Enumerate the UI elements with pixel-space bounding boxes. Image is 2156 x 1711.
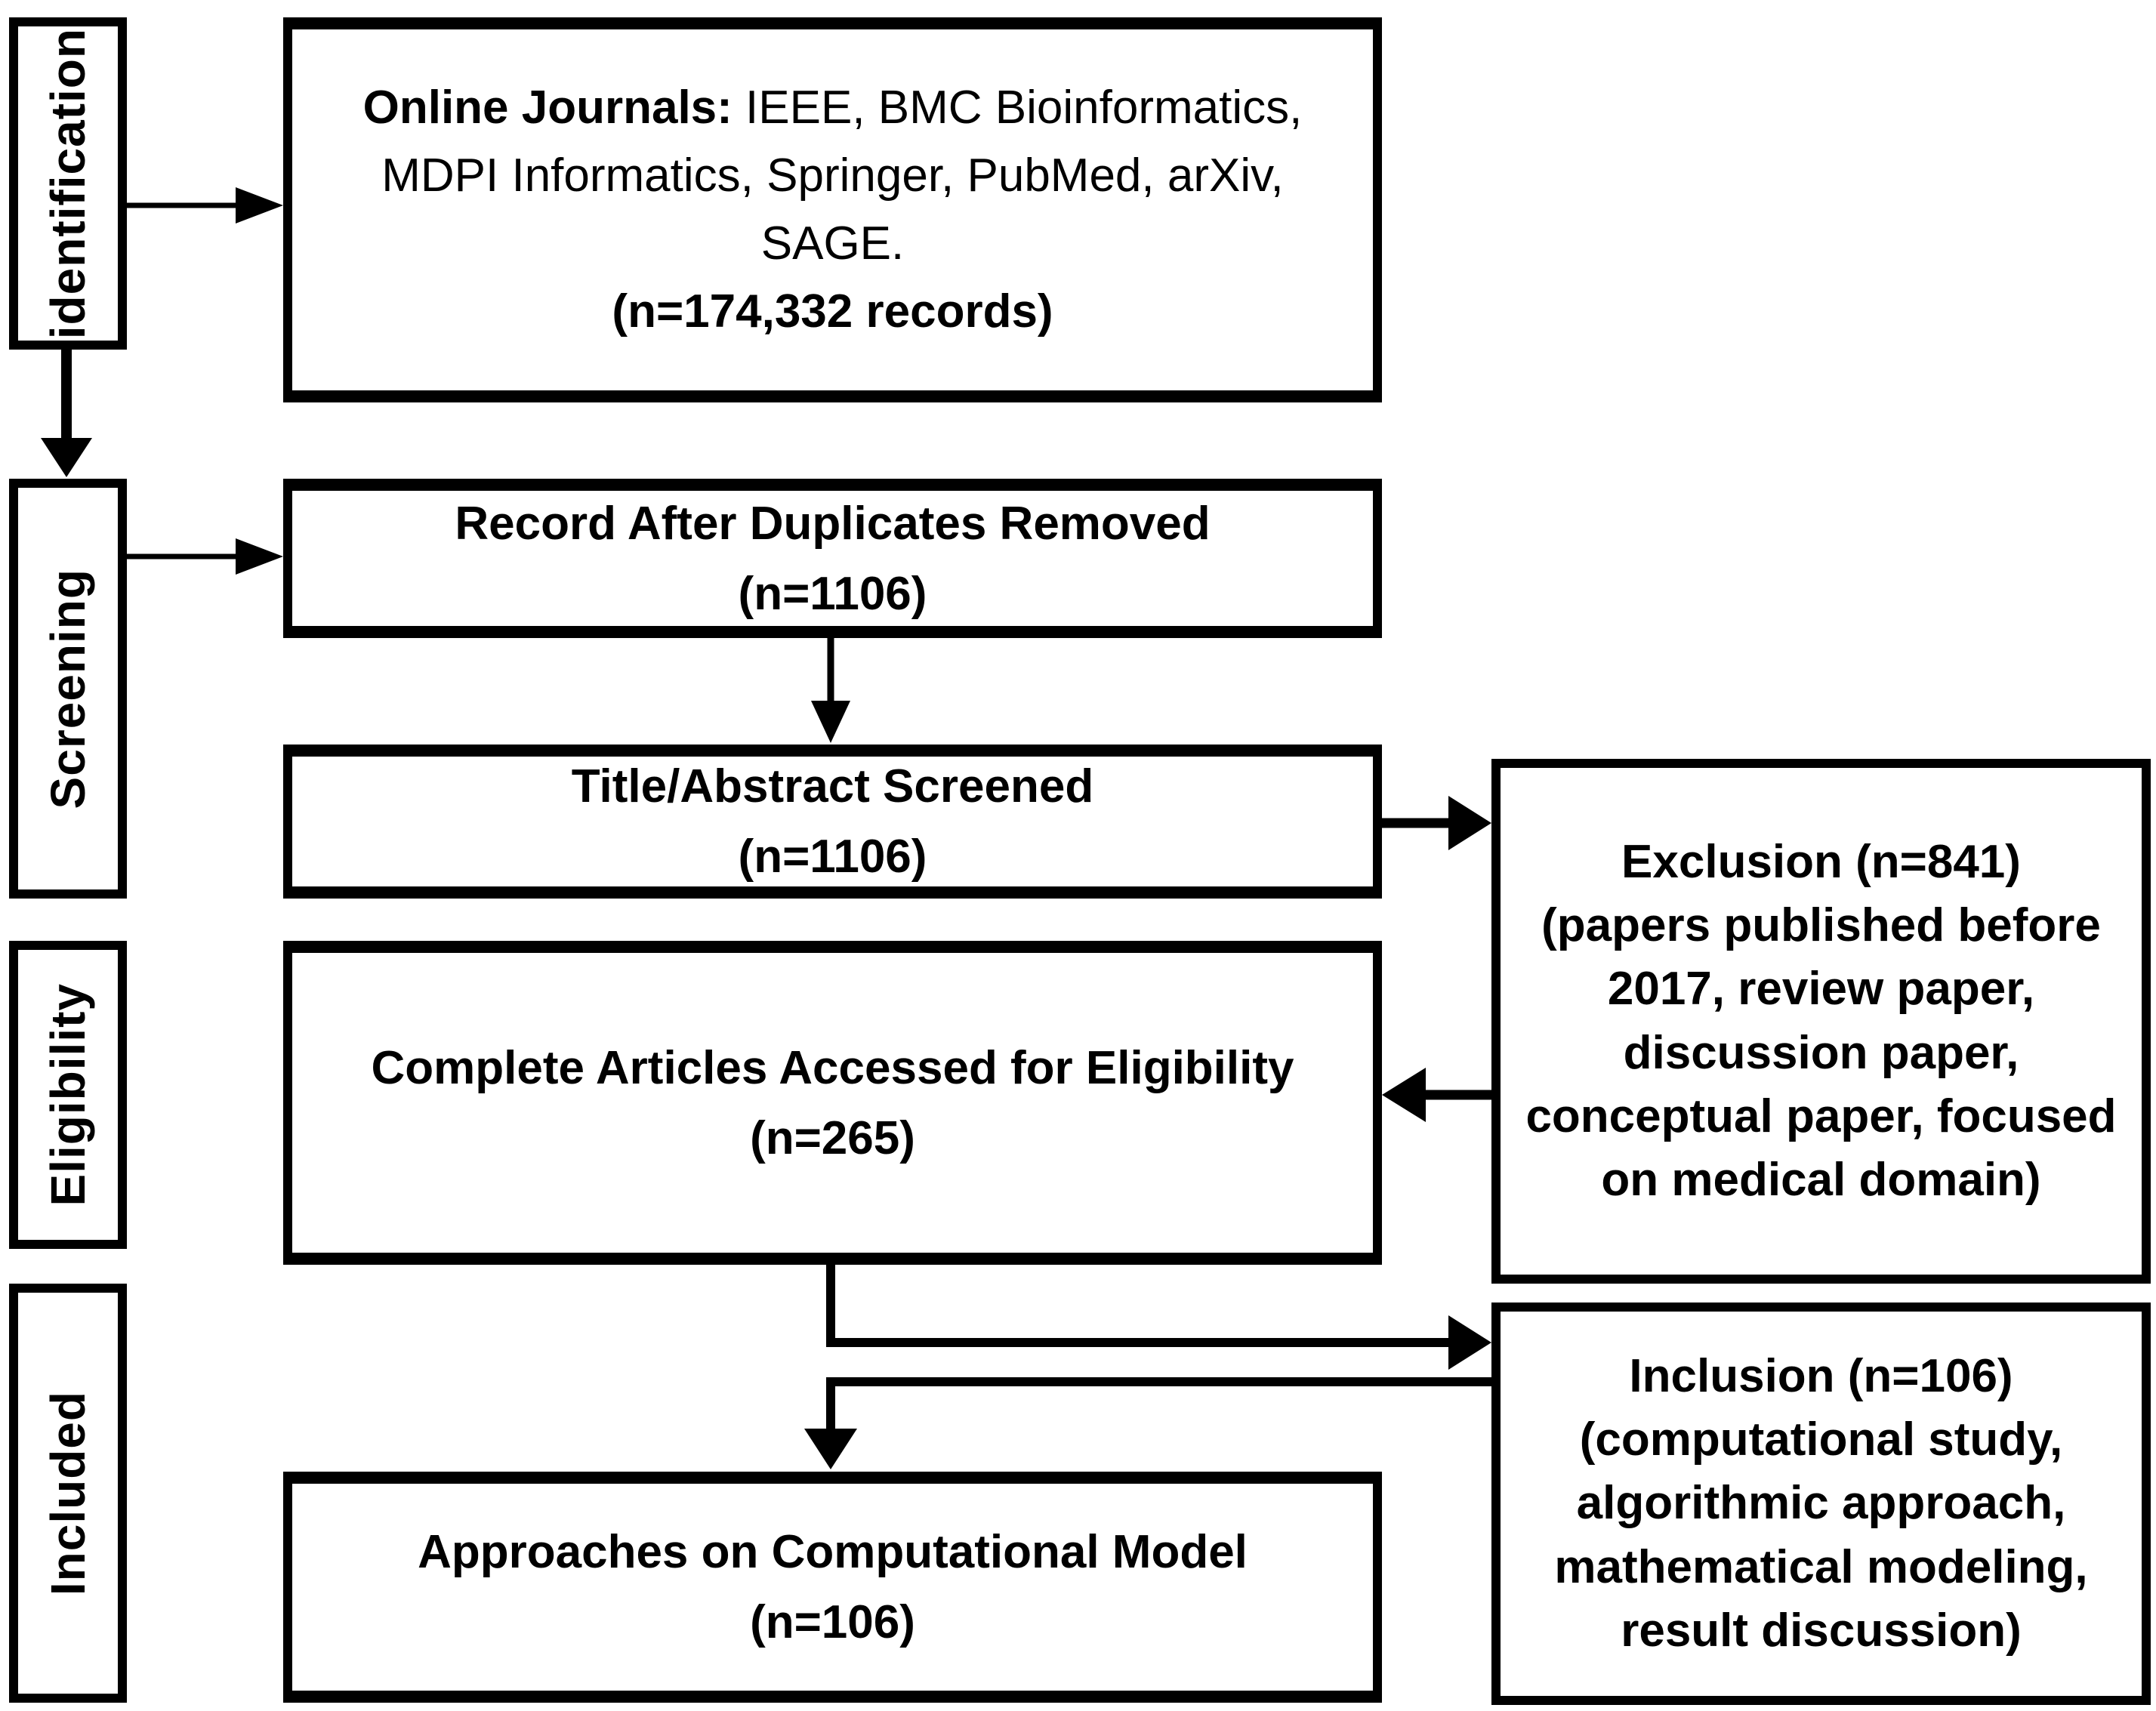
stage-label-included: Included bbox=[41, 1390, 95, 1596]
arrow-screened-to-exclusion bbox=[1382, 796, 1491, 850]
exclusion-text: Exclusion (n=841) (papers published befo… bbox=[1501, 831, 2142, 1213]
stage-box-eligibility: Eligibility bbox=[9, 941, 127, 1249]
title-abstract-title: Title/Abstract Screened bbox=[571, 760, 1094, 812]
duplicates-removed-title: Record After Duplicates Removed bbox=[455, 497, 1211, 550]
complete-articles-text: Complete Articles Accessed for Eligibili… bbox=[353, 1033, 1312, 1173]
duplicates-removed-count: (n=1106) bbox=[738, 567, 927, 620]
box-complete-articles: Complete Articles Accessed for Eligibili… bbox=[283, 941, 1382, 1265]
approaches-title: Approaches on Computational Model bbox=[418, 1526, 1248, 1578]
complete-articles-title: Complete Articles Accessed for Eligibili… bbox=[371, 1041, 1294, 1094]
arrow-complete-articles-to-inclusion bbox=[826, 1265, 1491, 1370]
stage-box-identification: identification bbox=[9, 17, 127, 350]
approaches-text: Approaches on Computational Model (n=106… bbox=[399, 1517, 1266, 1657]
arrow-screening-to-duplicates bbox=[127, 538, 283, 575]
online-journals-list: IEEE, BMC Bioinformatics, MDPI Informati… bbox=[381, 82, 1303, 270]
title-abstract-count: (n=1106) bbox=[738, 831, 927, 883]
arrow-exclusion-to-complete-articles bbox=[1382, 1068, 1491, 1122]
arrow-identification-to-journals bbox=[127, 187, 283, 224]
duplicates-removed-text: Record After Duplicates Removed (n=1106) bbox=[436, 489, 1228, 629]
stage-label-screening: Screening bbox=[41, 568, 95, 809]
online-journals-prefix: Online Journals: bbox=[362, 82, 733, 134]
stage-box-screening: Screening bbox=[9, 479, 127, 899]
box-title-abstract-screened: Title/Abstract Screened (n=1106) bbox=[283, 745, 1382, 899]
stage-label-eligibility: Eligibility bbox=[41, 983, 95, 1207]
arrow-duplicates-to-screened bbox=[811, 638, 850, 743]
inclusion-detail: (computational study, algorithmic approa… bbox=[1554, 1414, 2088, 1657]
inclusion-title: Inclusion (n=106) bbox=[1629, 1349, 2013, 1402]
box-exclusion: Exclusion (n=841) (papers published befo… bbox=[1491, 759, 2151, 1284]
complete-articles-count: (n=265) bbox=[750, 1111, 915, 1164]
arrow-identification-to-screening bbox=[41, 350, 92, 477]
stage-box-included: Included bbox=[9, 1284, 127, 1703]
box-approaches-computational-model: Approaches on Computational Model (n=106… bbox=[283, 1472, 1382, 1703]
title-abstract-text: Title/Abstract Screened (n=1106) bbox=[554, 751, 1112, 892]
inclusion-text: Inclusion (n=106) (computational study, … bbox=[1501, 1345, 2142, 1663]
arrow-inclusion-to-approaches bbox=[804, 1377, 1491, 1469]
online-journals-text: Online Journals: IEEE, BMC Bioinformatic… bbox=[292, 74, 1373, 346]
online-journals-count: (n=174,332 records) bbox=[612, 285, 1053, 338]
stage-label-identification: identification bbox=[41, 27, 95, 340]
box-online-journals: Online Journals: IEEE, BMC Bioinformatic… bbox=[283, 17, 1382, 402]
exclusion-detail: (papers published before 2017, review pa… bbox=[1525, 899, 2117, 1207]
box-inclusion: Inclusion (n=106) (computational study, … bbox=[1491, 1303, 2151, 1705]
box-duplicates-removed: Record After Duplicates Removed (n=1106) bbox=[283, 479, 1382, 638]
exclusion-title: Exclusion (n=841) bbox=[1621, 835, 2021, 888]
approaches-count: (n=106) bbox=[750, 1596, 915, 1648]
